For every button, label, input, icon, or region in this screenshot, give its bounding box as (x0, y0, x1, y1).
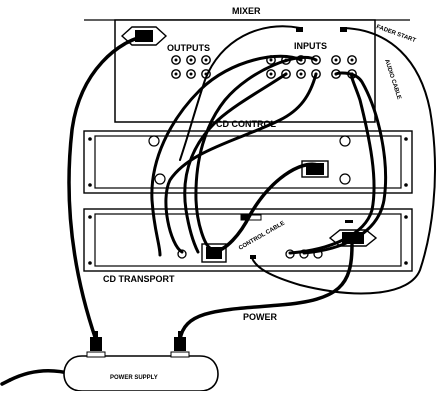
control-cable (212, 162, 320, 254)
audio-cable-1 (288, 72, 376, 255)
mixer-unit: MIXER OUTPUTS INPUTS (84, 6, 410, 123)
power-cord (8, 368, 74, 382)
mixer-power-cable (67, 34, 148, 342)
fader-start-cable-2 (251, 27, 437, 295)
mixer-label: MIXER (232, 6, 261, 16)
fader-start-jacks (296, 27, 347, 32)
cd-transport-label: CD TRANSPORT (103, 274, 175, 284)
audio-cable-2 (302, 71, 388, 255)
outputs-label: OUTPUTS (167, 43, 210, 53)
fader-start-cable-1 (179, 25, 301, 161)
power-supply-label: POWER SUPPLY (110, 375, 158, 381)
cd-control-label: CD CONTROL (216, 119, 276, 129)
audio-cable-label: AUDIO CABLE (383, 59, 402, 100)
power-label: POWER (243, 312, 278, 322)
power-supply-unit: POWER SUPPLY (63, 331, 219, 392)
fader-start-label: FADER START (375, 24, 416, 44)
cables (0, 25, 437, 386)
transport-power-cable (178, 243, 354, 342)
inputs-label: INPUTS (294, 41, 327, 51)
audio-cable-6 (164, 72, 318, 254)
outputs-jacks (171, 55, 211, 79)
cd-control-unit: CD CONTROL (83, 119, 413, 194)
audio-cable-3 (150, 54, 303, 257)
audio-cable-5 (183, 72, 288, 254)
